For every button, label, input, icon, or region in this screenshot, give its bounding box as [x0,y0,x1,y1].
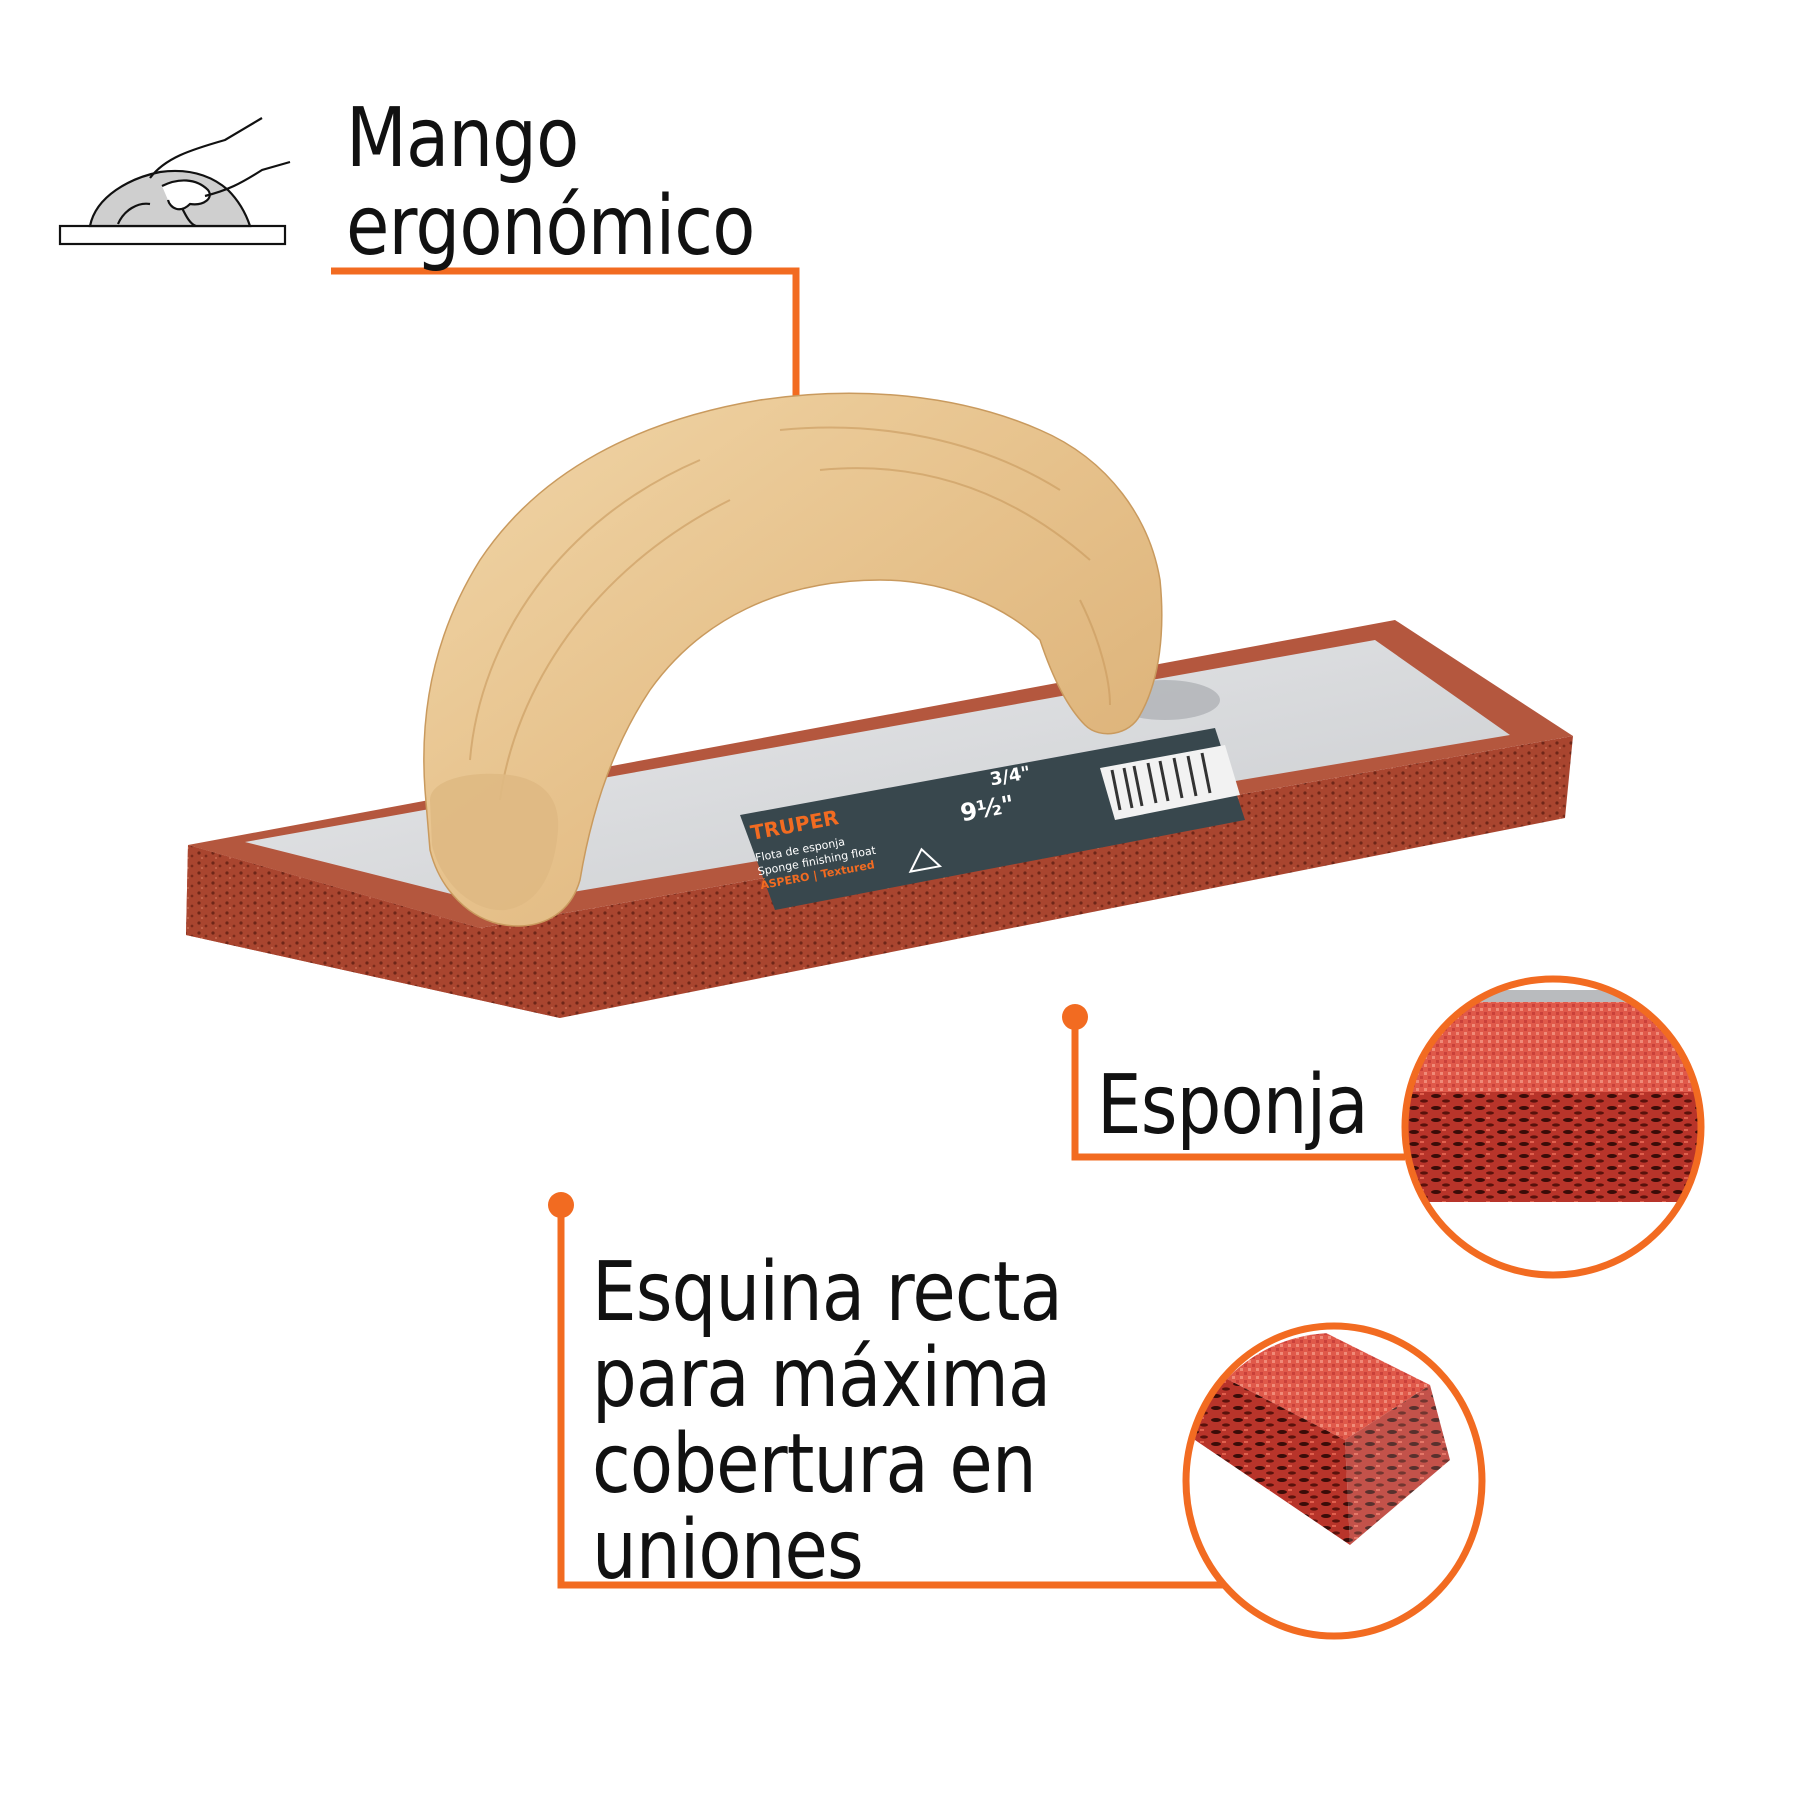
callout-esquina-line-3: cobertura en [592,1417,1037,1512]
callout-esquina-line-1: Esquina recta [592,1245,1063,1340]
sponge-square-corner-closeup [1182,1322,1486,1640]
callout-esponja: Esponja [1097,1058,1369,1153]
callout-esquina-recta: Esquina recta para máxima cobertura en u… [592,1245,1063,1598]
callout-mango-line-2: ergonómico [346,179,755,274]
sponge-cross-section-closeup [1401,975,1705,1279]
esponja-callout-connector [1062,1004,1405,1161]
callout-mango-ergonomico: Mango ergonómico [346,95,755,271]
callout-esponja-line-1: Esponja [1097,1058,1369,1153]
hand-gripping-float-icon [58,117,291,246]
wooden-handle [423,392,1163,927]
callout-esquina-line-4: uniones [592,1503,864,1598]
callout-esquina-line-2: para máxima [592,1331,1051,1426]
esquina-callout-connector [548,1192,1225,1589]
callout-mango-line-1: Mango [346,91,579,186]
product-label: TRUPER Flota de esponja Sponge finishing… [740,728,1245,910]
sponge-float-product: TRUPER Flota de esponja Sponge finishing… [186,392,1573,1018]
warning-triangle-icon [908,847,943,874]
